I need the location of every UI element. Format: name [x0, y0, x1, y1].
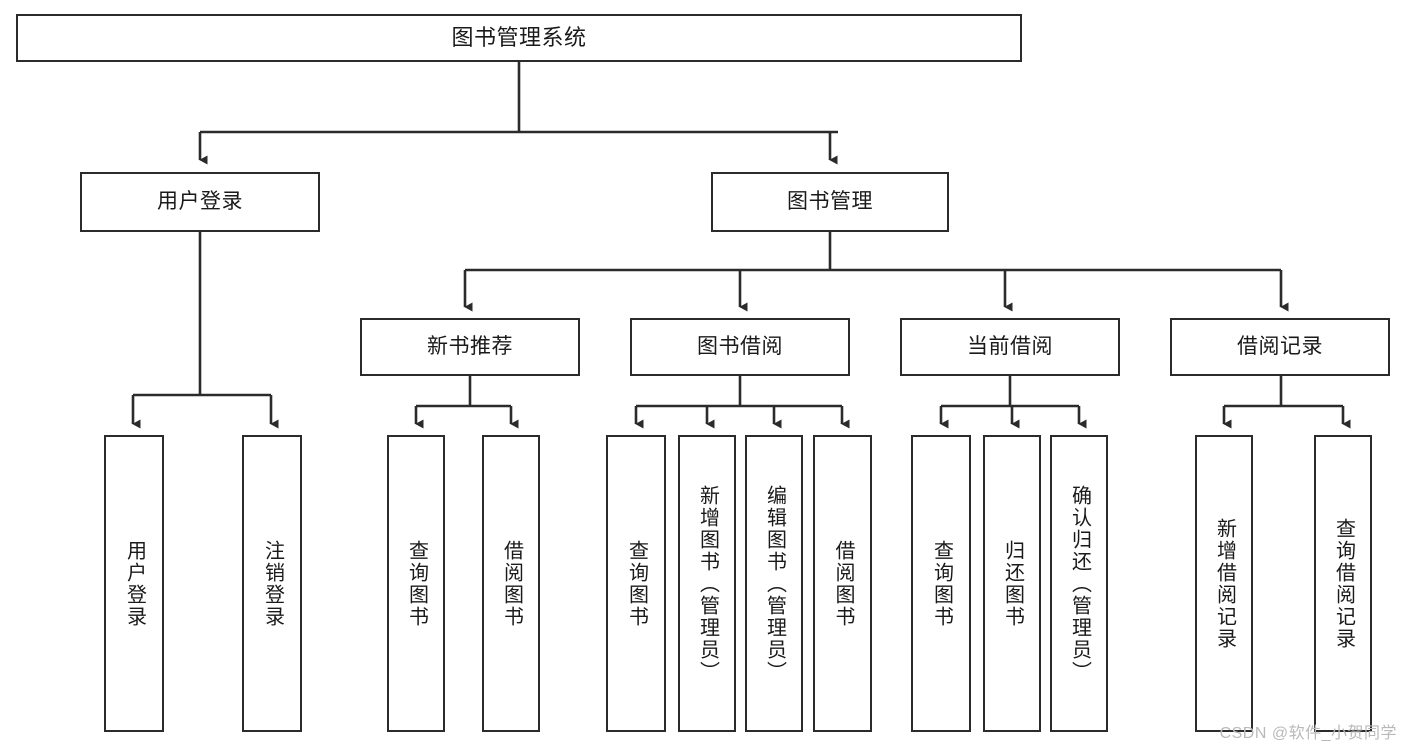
- node-user-login-label: 用户登录: [157, 189, 243, 213]
- csdn-watermark: CSDN @软件_小贺同学: [1219, 725, 1397, 742]
- node-book-borrow[interactable]: 图书借阅: [630, 318, 850, 376]
- node-new-book-recommend[interactable]: 新书推荐: [360, 318, 580, 376]
- node-current-borrow[interactable]: 当前借阅: [900, 318, 1120, 376]
- leaf-borrow-book-recommend[interactable]: 借阅图书: [482, 435, 540, 732]
- leaf-add-borrow-record-label: 新增借阅记录: [1213, 517, 1236, 650]
- leaf-borrow-book-label: 借阅图书: [832, 539, 854, 628]
- leaf-logout-login[interactable]: 注销登录: [242, 435, 302, 732]
- leaf-query-borrow-record[interactable]: 查询借阅记录: [1314, 435, 1372, 732]
- leaf-confirm-return-admin[interactable]: 确认归还（管理员）: [1050, 435, 1108, 732]
- leaf-user-login[interactable]: 用户登录: [104, 435, 164, 732]
- node-current-borrow-label: 当前借阅: [967, 334, 1053, 358]
- leaf-query-book-current-label: 查询图书: [930, 539, 953, 628]
- node-root-label: 图书管理系统: [451, 25, 587, 51]
- connector-lines: [131, 62, 1351, 429]
- node-book-management[interactable]: 图书管理: [711, 172, 949, 232]
- node-user-login[interactable]: 用户登录: [80, 172, 320, 232]
- node-book-management-label: 图书管理: [787, 189, 873, 213]
- leaf-return-book[interactable]: 归还图书: [983, 435, 1041, 732]
- leaf-borrow-book-recommend-label: 借阅图书: [500, 539, 523, 628]
- node-book-borrow-label: 图书借阅: [697, 334, 783, 358]
- leaf-query-book-borrow-label: 查询图书: [625, 539, 648, 628]
- leaf-edit-book-admin-label: 编辑图书（管理员）: [763, 484, 786, 683]
- leaf-add-book-admin-label: 新增图书（管理员）: [696, 484, 719, 683]
- leaf-edit-book-admin[interactable]: 编辑图书（管理员）: [745, 435, 803, 732]
- leaf-add-book-admin[interactable]: 新增图书（管理员）: [678, 435, 736, 732]
- leaf-query-borrow-record-label: 查询借阅记录: [1332, 517, 1355, 650]
- node-root[interactable]: 图书管理系统: [16, 14, 1022, 62]
- leaf-borrow-book[interactable]: 借阅图书: [813, 435, 872, 732]
- node-borrow-record-label: 借阅记录: [1237, 334, 1323, 358]
- node-borrow-record[interactable]: 借阅记录: [1170, 318, 1390, 376]
- leaf-logout-login-label: 注销登录: [261, 539, 284, 628]
- leaf-query-book-borrow[interactable]: 查询图书: [606, 435, 666, 732]
- leaf-confirm-return-admin-label: 确认归还（管理员）: [1068, 484, 1091, 683]
- leaf-query-book-recommend[interactable]: 查询图书: [387, 435, 445, 732]
- leaf-return-book-label: 归还图书: [1001, 539, 1024, 628]
- leaf-user-login-label: 用户登录: [123, 539, 146, 628]
- leaf-query-book-current[interactable]: 查询图书: [911, 435, 971, 732]
- leaf-query-book-recommend-label: 查询图书: [405, 539, 428, 628]
- leaf-add-borrow-record[interactable]: 新增借阅记录: [1195, 435, 1253, 732]
- node-new-book-recommend-label: 新书推荐: [427, 334, 513, 358]
